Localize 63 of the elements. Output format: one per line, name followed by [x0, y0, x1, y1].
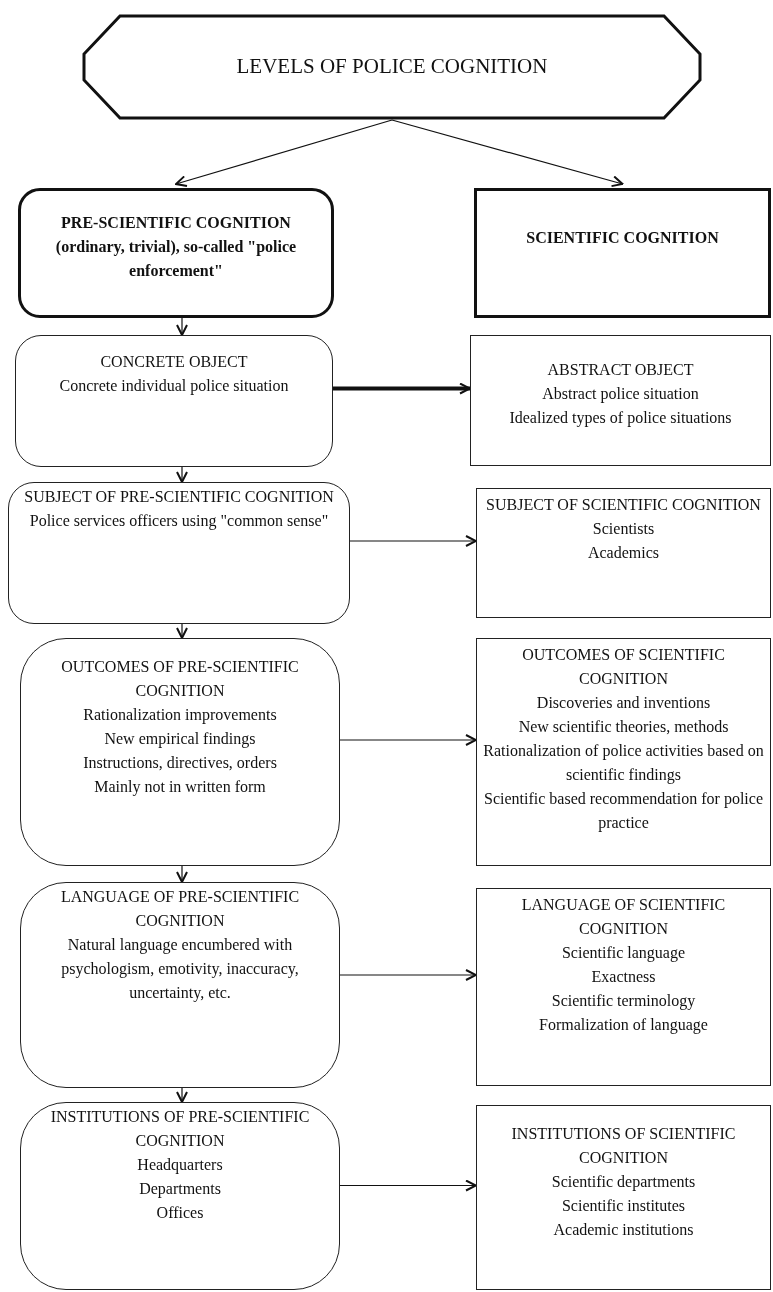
item-text: Offices — [156, 1203, 204, 1223]
arrow — [349, 535, 477, 547]
arrow — [176, 1087, 188, 1103]
rounded-box — [8, 482, 350, 624]
item-text: Rationalization improvements — [83, 705, 277, 726]
process-box — [476, 1105, 771, 1290]
heading-text: LANGUAGE OF PRE-SCIENTIFIC COGNITION — [59, 887, 301, 931]
arrow — [176, 865, 188, 883]
heading-text: PRE-SCIENTIFIC COGNITION (ordinary, trivial), so-called "police enforcement" — [54, 213, 298, 281]
item-text: Academic institutions — [553, 1220, 694, 1240]
item-text: Scientific institutes — [561, 1196, 686, 1216]
arrow — [391, 119, 624, 188]
arrow — [333, 382, 471, 395]
heading-text: SUBJECT OF PRE-SCIENTIFIC COGNITION — [24, 487, 334, 507]
item-text: Scientific based recommendation for police practice — [483, 789, 764, 834]
arrow — [176, 623, 188, 639]
item-text: Departments — [139, 1179, 221, 1200]
heading-text: LEVELS OF POLICE COGNITION — [236, 53, 548, 81]
item-text: Rationalization of police activities based on scientific findings — [482, 741, 765, 786]
item-text: Scientific departments — [551, 1172, 696, 1193]
process-box — [474, 188, 771, 318]
heading-text: OUTCOMES OF PRE-SCIENTIFIC COGNITION — [60, 657, 300, 701]
arrow — [176, 466, 188, 483]
item-text: Formalization of language — [539, 1015, 708, 1036]
item-text: Exactness — [591, 967, 656, 987]
item-text: Natural language encumbered with psychologism, emotivity, inaccuracy, uncertainty, etc. — [60, 935, 300, 1004]
heading-text: INSTITUTIONS OF PRE-SCIENTIFIC COGNITION — [49, 1107, 311, 1151]
item-text: Scientific terminology — [551, 991, 696, 1012]
heading-text: CONCRETE OBJECT — [100, 352, 248, 372]
item-text: Instructions, directives, orders — [83, 753, 277, 773]
arrow — [175, 119, 393, 187]
heading-text: ABSTRACT OBJECT — [547, 360, 694, 380]
heading-text: INSTITUTIONS OF SCIENTIFIC COGNITION — [510, 1124, 737, 1168]
arrow — [176, 317, 188, 336]
process-box — [476, 888, 771, 1086]
item-text: New scientific theories, methods — [518, 717, 729, 737]
heading-text: LANGUAGE OF SCIENTIFIC COGNITION — [520, 895, 727, 939]
item-text: Police services officers using "common sense" — [29, 511, 329, 532]
heading-text: SUBJECT OF SCIENTIFIC COGNITION — [486, 495, 761, 515]
item-text: Academics — [587, 543, 660, 563]
item-text: Discoveries and inventions — [536, 693, 711, 713]
octagon-box — [82, 14, 702, 120]
rounded-box — [20, 638, 340, 866]
rounded-box — [20, 1102, 340, 1290]
rounded-box — [20, 882, 340, 1088]
item-text: Mainly not in written form — [94, 777, 266, 798]
item-text: Scientific language — [561, 943, 686, 964]
arrow — [339, 969, 477, 981]
item-text: Idealized types of police situations — [509, 408, 732, 429]
heading-text: SCIENTIFIC COGNITION — [526, 228, 719, 248]
process-box — [476, 488, 771, 618]
rounded-box — [15, 335, 333, 467]
item-text: New empirical findings — [104, 729, 256, 750]
rounded-box — [18, 188, 334, 318]
heading-text: OUTCOMES OF SCIENTIFIC COGNITION — [521, 645, 726, 689]
process-box — [476, 638, 771, 866]
item-text: Concrete individual police situation — [59, 376, 289, 397]
item-text: Scientists — [592, 519, 655, 539]
item-text: Headquarters — [137, 1155, 223, 1176]
item-text: Abstract police situation — [542, 384, 699, 405]
process-box — [470, 335, 771, 466]
arrow — [339, 1179, 477, 1192]
arrow — [339, 734, 477, 746]
